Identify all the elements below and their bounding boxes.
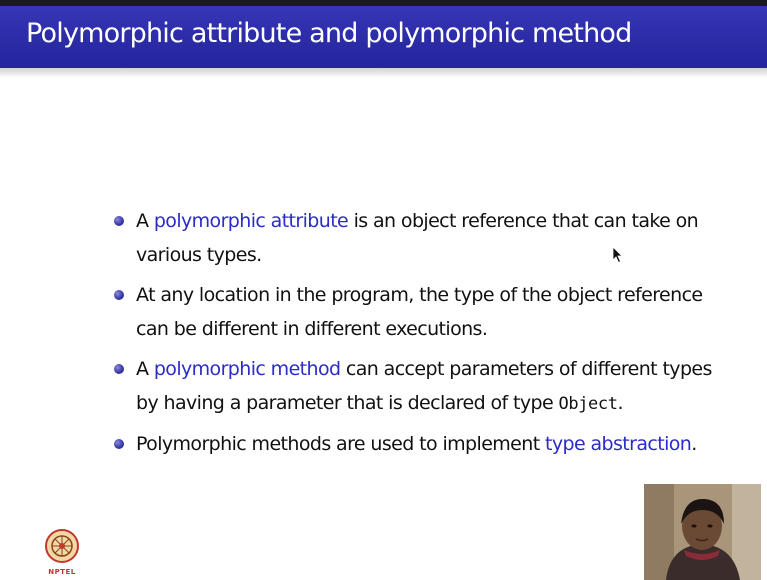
bullet-dot-icon [114,439,124,449]
bullet-text: is an object reference that can take on … [136,210,699,266]
title-bar: Polymorphic attribute and polymorphic me… [0,6,767,68]
bullet-text: Polymorphic methods are used to implemen… [136,433,546,455]
bullet-item: Polymorphic methods are used to implemen… [114,427,734,461]
presenter-webcam [644,484,761,580]
bullet-text: At any location in the program, the type… [136,284,703,340]
bullet-text: A [136,210,154,232]
bullet-dot-icon [114,290,124,300]
bullet-text: A [136,358,154,380]
highlighted-term: type abstraction [545,433,692,455]
bullet-text: . [617,392,624,414]
bullet-text: . [691,433,697,455]
bullet-list: A polymorphic attribute is an object ref… [114,204,734,467]
bullet-item: A polymorphic method can accept paramete… [114,352,734,421]
bullet-text: can accept parameters of different types… [136,358,712,414]
code-term: Object [558,394,618,414]
bullet-dot-icon [114,216,124,226]
bullet-item: At any location in the program, the type… [114,278,734,346]
bullet-item: A polymorphic attribute is an object ref… [114,204,734,272]
title-shadow [0,68,767,78]
mouse-pointer-icon [612,246,623,264]
highlighted-term: polymorphic method [153,358,341,380]
nptel-logo-icon: NPTEL [44,526,80,576]
slide: Polymorphic attribute and polymorphic me… [0,6,767,580]
logo-caption: NPTEL [48,568,76,576]
slide-title: Polymorphic attribute and polymorphic me… [26,18,632,49]
highlighted-term: polymorphic attribute [153,210,349,232]
bullet-dot-icon [114,364,124,374]
